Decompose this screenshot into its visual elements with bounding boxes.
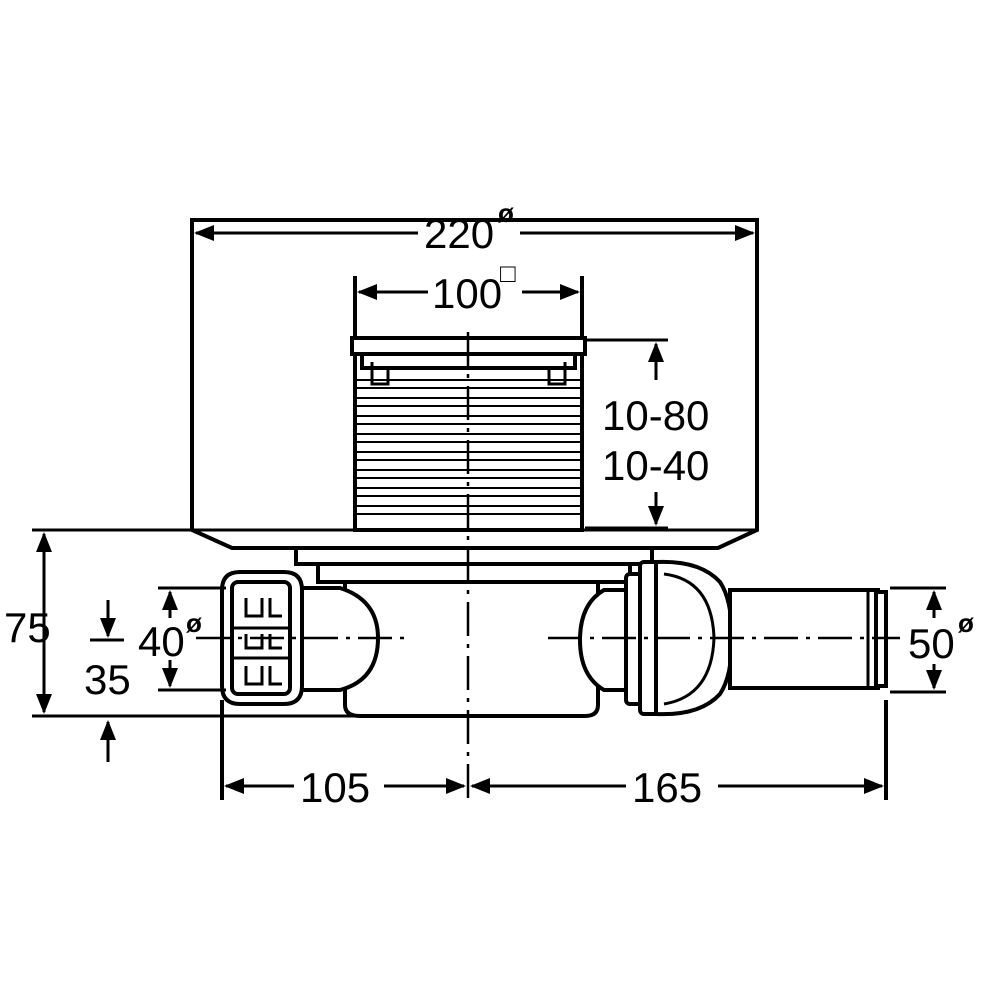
dim-105-value: 105 bbox=[300, 764, 370, 811]
dimension-outlet-height: 35 bbox=[84, 600, 131, 762]
square-symbol: □ bbox=[500, 258, 516, 288]
dim-165-value: 165 bbox=[632, 764, 702, 811]
dim-40-value: 40 bbox=[138, 618, 185, 665]
diameter-symbol: ø bbox=[498, 198, 514, 228]
dimension-horizontal-lengths: 105 165 bbox=[220, 700, 888, 811]
flange-plate bbox=[294, 546, 654, 566]
dimension-height-range: 10-80 10-40 bbox=[585, 338, 709, 530]
diameter-symbol: ø bbox=[186, 608, 202, 638]
dim-35-value: 35 bbox=[84, 656, 131, 703]
dim-220-value: 220 bbox=[424, 210, 494, 257]
dim-100-value: 100 bbox=[432, 270, 502, 317]
dim-10-40-value: 10-40 bbox=[602, 442, 709, 489]
dim-75-value: 75 bbox=[4, 604, 51, 651]
dimension-grate-size: 100 □ bbox=[353, 258, 584, 336]
dimension-outer-diameter: 220 ø bbox=[190, 198, 759, 257]
dimension-overall-height: 75 bbox=[4, 528, 360, 718]
dimension-inlet-diameter: 40 ø bbox=[138, 586, 226, 692]
drain-body bbox=[190, 218, 888, 718]
dim-10-80-value: 10-80 bbox=[602, 392, 709, 439]
dimension-outlet-diameter: 50 ø bbox=[890, 586, 974, 694]
trap-body bbox=[343, 580, 600, 718]
dim-50-value: 50 bbox=[908, 620, 955, 667]
diameter-symbol: ø bbox=[958, 608, 974, 638]
center-lines bbox=[196, 332, 900, 800]
